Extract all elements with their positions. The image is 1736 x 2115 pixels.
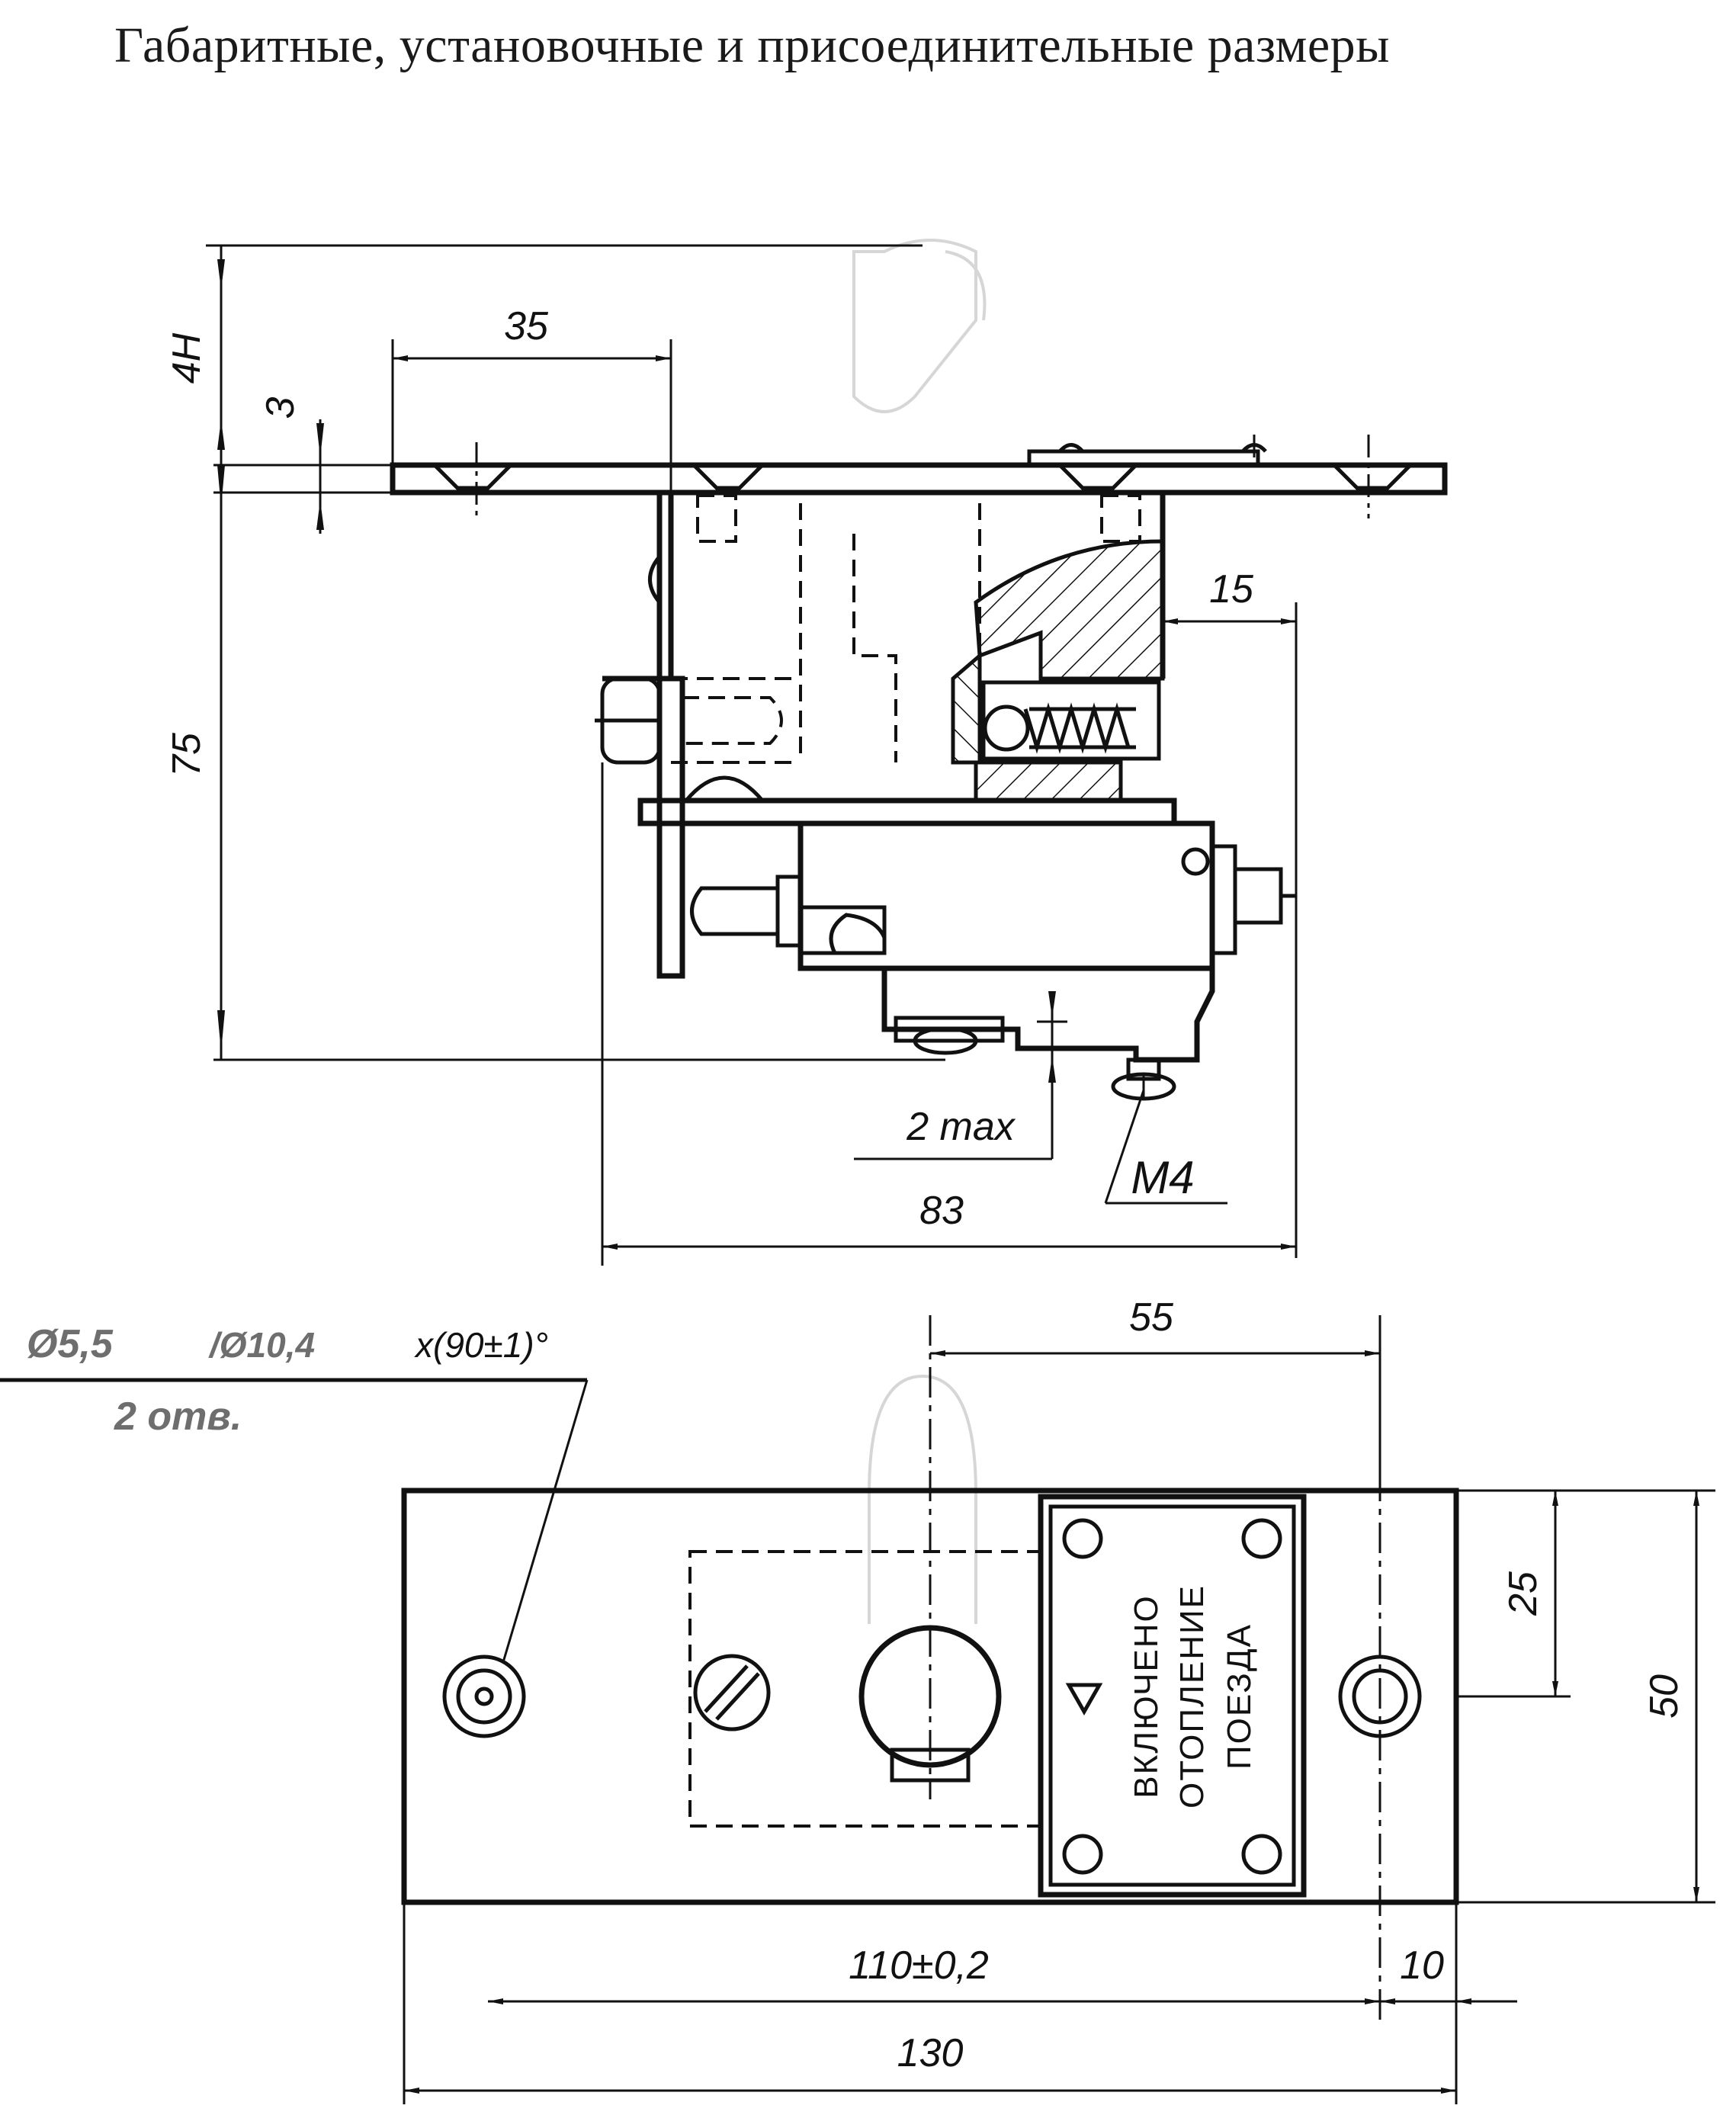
top-view: ВКЛЮЧЕНО ОТОПЛЕНИЕ ПОЕЗДА 55 25 50 110±0… xyxy=(0,1295,1715,2104)
dim-75-label: 75 xyxy=(165,732,209,777)
section-hatch-upper xyxy=(974,539,1165,681)
dim-130-label: 130 xyxy=(897,2031,964,2075)
dim-15-label: 15 xyxy=(1209,567,1254,611)
plunger xyxy=(690,886,778,936)
nameplate-rivet xyxy=(1062,1518,1103,1559)
base-strip xyxy=(637,798,1177,826)
dim-35-label: 35 xyxy=(504,304,549,348)
ghost-lever-outline xyxy=(852,239,977,413)
nameplate-rivet xyxy=(1062,1834,1103,1875)
nameplate-rivet xyxy=(1241,1518,1282,1559)
dim-10-label: 10 xyxy=(1400,1943,1444,1988)
dim-plate-label: 3 xyxy=(258,396,303,419)
dim-2max-label: 2 max xyxy=(906,1105,1016,1149)
hole-callout-angle: x(90±1)° xyxy=(414,1325,548,1365)
terminal-screw-1 xyxy=(913,1026,978,1055)
detent-spring xyxy=(1023,702,1131,754)
nameplate-line2: ОТОПЛЕНИЕ xyxy=(1173,1584,1211,1809)
side-bracket xyxy=(656,676,685,979)
side-view: 35 4Н 3 75 15 2 max М4 xyxy=(165,239,1448,1266)
section-hatch-lower xyxy=(974,760,1123,803)
detent-housing xyxy=(981,680,1161,761)
dim-55-label: 55 xyxy=(1129,1295,1174,1340)
dim-50-label: 50 xyxy=(1642,1674,1686,1719)
nameplate-line3: ПОЕЗДА xyxy=(1221,1623,1258,1770)
countersink-left xyxy=(433,464,512,490)
terminal-block xyxy=(881,968,1215,1063)
nameplate xyxy=(1038,1494,1307,1898)
dim-25-label: 25 xyxy=(1501,1571,1545,1616)
mounting-plate xyxy=(390,462,1448,496)
hole-callout-count: 2 отв. xyxy=(114,1394,242,1439)
ghost-lever-top xyxy=(868,1374,977,1624)
dim-83-label: 83 xyxy=(919,1189,964,1233)
mounting-hole-left xyxy=(442,1654,526,1738)
detent-ball xyxy=(983,704,1030,752)
adjust-screw-top xyxy=(693,1654,771,1731)
switch-block xyxy=(797,820,1215,971)
terminal-screw-2 xyxy=(1111,1072,1176,1101)
drawing-title: Габаритные, установочные и присоединител… xyxy=(114,18,1391,73)
dim-110-label: 110±0,2 xyxy=(849,1943,989,1988)
nameplate-line1: ВКЛЮЧЕНО xyxy=(1128,1594,1165,1799)
nameplate-side xyxy=(1027,449,1260,467)
nameplate-rivet xyxy=(1241,1834,1282,1875)
hole-callout-main: Ø5,5 xyxy=(27,1322,114,1366)
triangle-marker-icon xyxy=(1065,1683,1103,1716)
thread-m4-label: М4 xyxy=(1131,1152,1194,1203)
hole-callout-mid: /Ø10,4 xyxy=(208,1325,315,1365)
countersink-right xyxy=(1333,464,1412,490)
dim-top-overall-label: 4Н xyxy=(165,332,209,384)
